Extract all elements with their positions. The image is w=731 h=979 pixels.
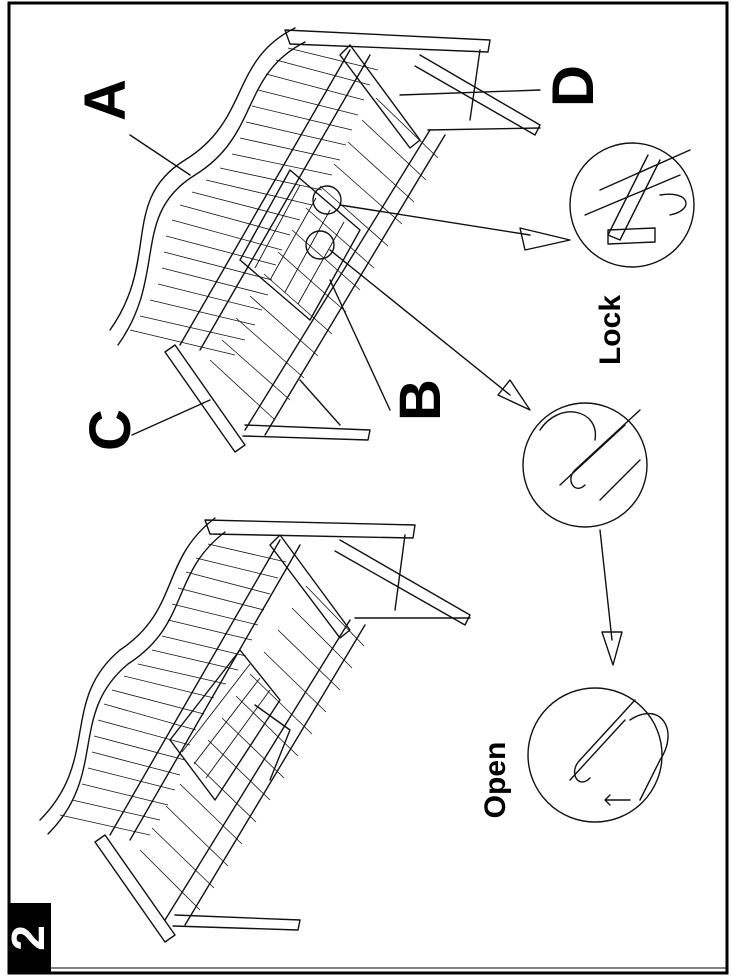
lock-detail-circle xyxy=(569,142,695,268)
leader-b xyxy=(329,279,391,411)
arrow-to-open-icon xyxy=(601,631,623,666)
callout-a: A xyxy=(73,79,138,121)
leader-to-middle xyxy=(329,249,511,396)
open-detail-circle xyxy=(527,687,663,823)
leader-c xyxy=(131,399,211,436)
callout-b: B xyxy=(388,379,453,421)
lock-point-circle xyxy=(312,185,342,215)
leader-d xyxy=(399,89,541,96)
arrow-to-lock-icon xyxy=(519,227,571,251)
page-border xyxy=(7,1,729,975)
detail-lock xyxy=(569,142,695,268)
detail-open xyxy=(527,687,669,823)
table-top-2 xyxy=(169,649,281,801)
leader-to-open xyxy=(599,529,613,641)
leader-to-lock xyxy=(339,204,531,236)
step-number-block: 2 xyxy=(2,903,54,973)
leader-lines xyxy=(129,89,623,666)
armrest-left xyxy=(164,344,246,453)
top-rail-2 xyxy=(204,519,416,539)
seat-slats xyxy=(209,97,439,421)
bench-open xyxy=(39,517,471,943)
open-label: Open xyxy=(479,742,512,819)
backrest-outline-2 xyxy=(39,517,216,821)
middle-detail-circle xyxy=(522,402,648,528)
armrest-left-2 xyxy=(94,834,176,943)
armrest-right xyxy=(339,44,421,149)
table-top xyxy=(239,169,361,321)
bench-locked xyxy=(109,27,541,453)
top-rail xyxy=(284,29,491,53)
pivot-point-circle xyxy=(305,230,335,260)
detail-middle xyxy=(522,402,648,528)
callout-c: C xyxy=(78,409,143,451)
direction-arrow-icon xyxy=(604,794,631,806)
leader-a xyxy=(129,134,191,176)
backrest-slats xyxy=(129,47,379,356)
armrest-right-2 xyxy=(269,534,351,639)
seat-slats-2 xyxy=(139,585,365,911)
step-number: 2 xyxy=(2,925,54,951)
callout-d: D xyxy=(541,65,606,107)
backrest-outline xyxy=(109,27,296,331)
step-badge xyxy=(9,903,51,973)
arrow-to-middle-icon xyxy=(497,379,531,411)
lock-label: Lock xyxy=(594,295,627,365)
